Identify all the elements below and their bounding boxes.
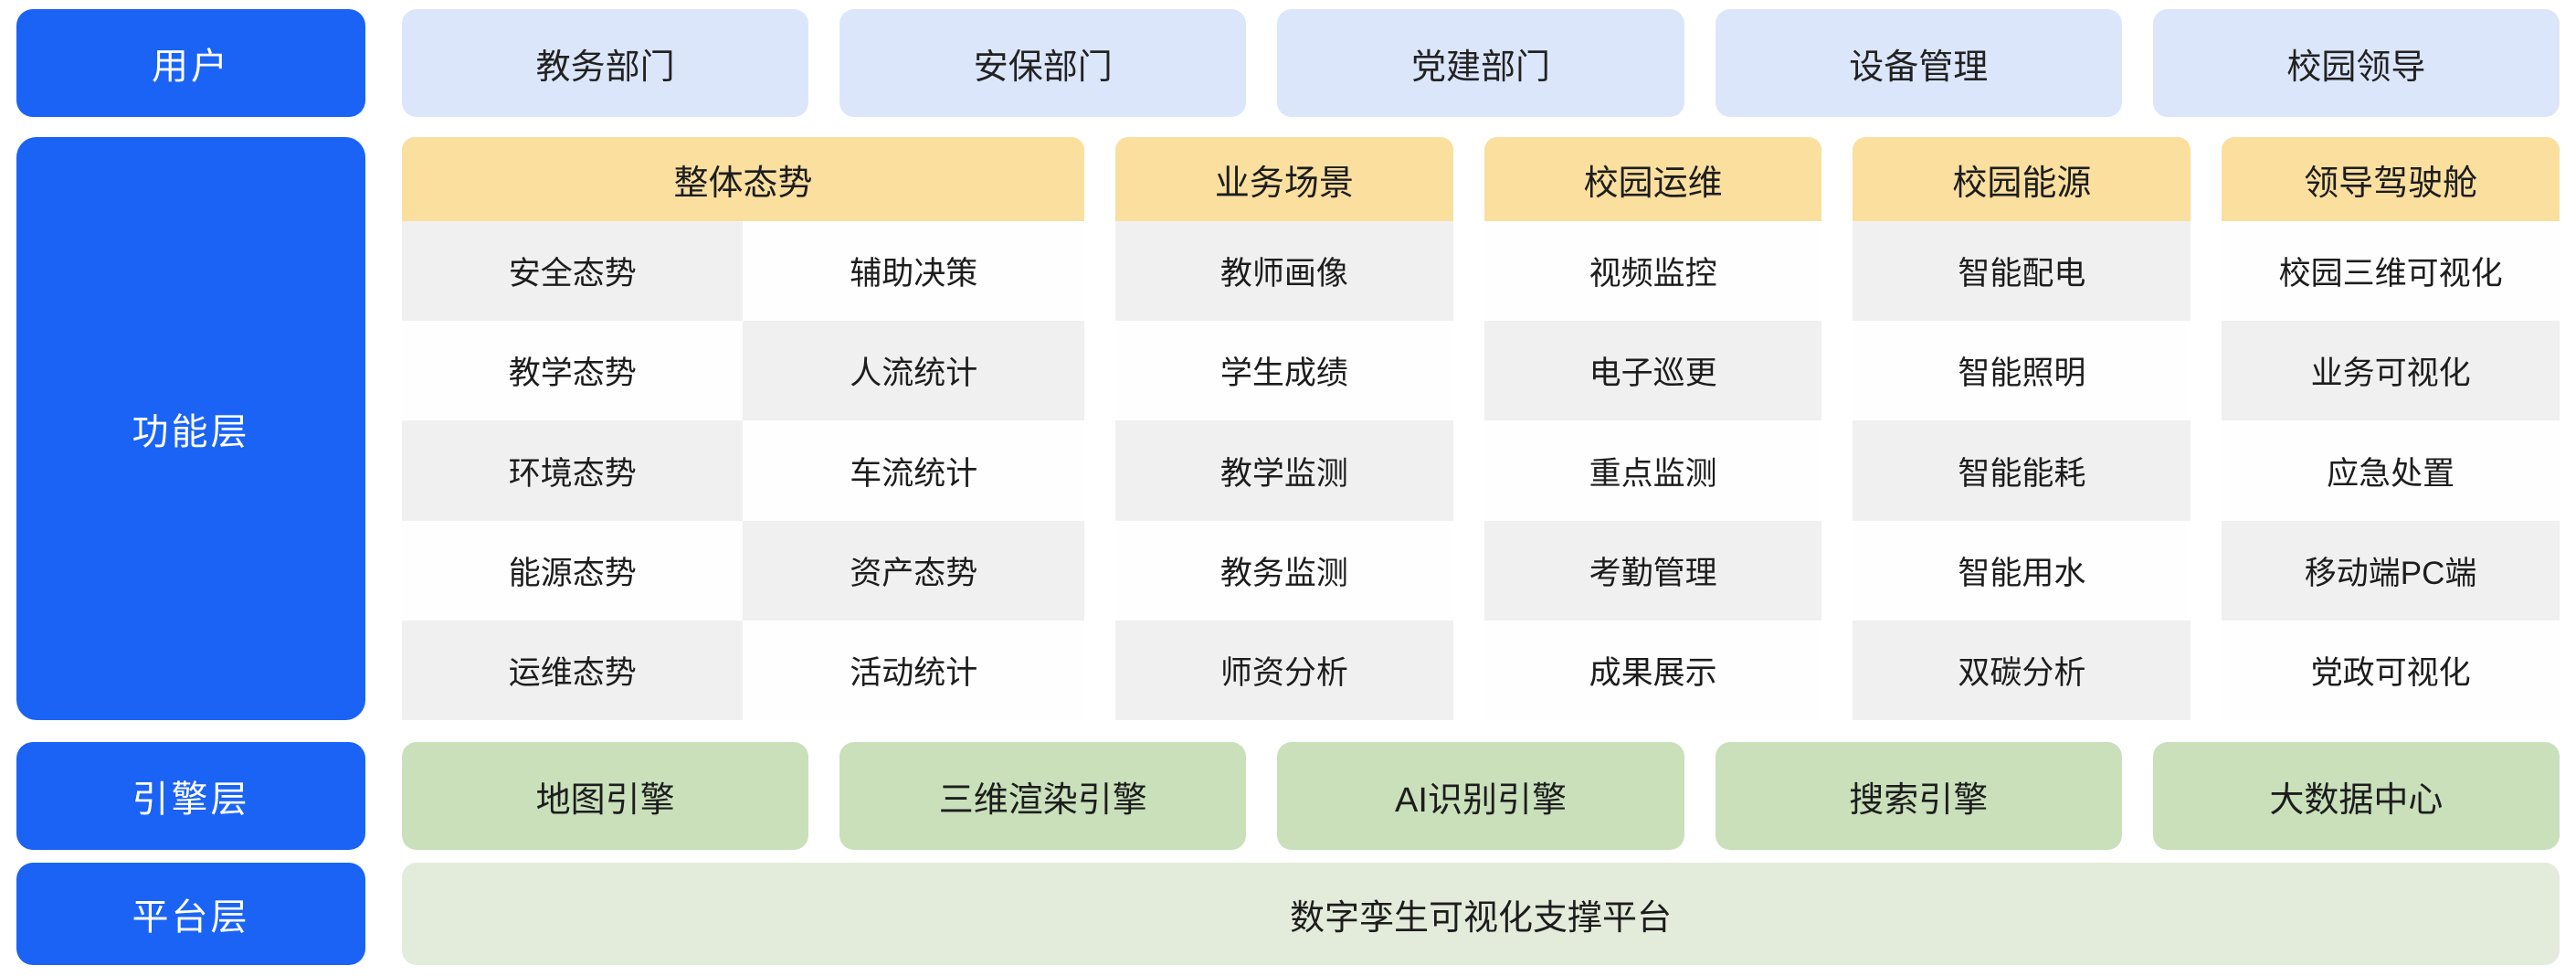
function-subcolumn: 安全态势教学态势环境态势能源态势运维态势 (402, 221, 744, 721)
function-column: 领导驾驶舱校园三维可视化业务可视化应急处置移动端PC端党政可视化 (2222, 137, 2560, 721)
layer-label-platform: 平台层 (16, 863, 365, 965)
function-cell[interactable]: 移动端PC端 (2222, 520, 2560, 621)
function-column: 整体态势安全态势教学态势环境态势能源态势运维态势辅助决策人流统计车流统计资产态势… (402, 137, 1084, 721)
function-column: 校园运维视频监控电子巡更重点监测考勤管理成果展示 (1483, 137, 1822, 721)
function-cell[interactable]: 党政可视化 (2222, 620, 2560, 721)
user-card[interactable]: 设备管理 (1715, 9, 2122, 117)
function-cell[interactable]: 活动统计 (743, 620, 1084, 721)
function-cell[interactable]: 智能配电 (1853, 221, 2191, 322)
function-column: 业务场景教师画像学生成绩教学监测教务监测师资分析 (1114, 137, 1453, 721)
function-cell[interactable]: 辅助决策 (743, 221, 1084, 322)
function-column-body: 教师画像学生成绩教学监测教务监测师资分析 (1114, 221, 1453, 721)
function-cell[interactable]: 双碳分析 (1853, 620, 2191, 721)
function-subcolumn: 智能配电智能照明智能能耗智能用水双碳分析 (1853, 221, 2191, 721)
function-cell[interactable]: 教师画像 (1114, 221, 1453, 322)
function-column-body: 安全态势教学态势环境态势能源态势运维态势辅助决策人流统计车流统计资产态势活动统计 (402, 221, 1084, 721)
function-cell[interactable]: 智能能耗 (1853, 420, 2191, 521)
function-cell[interactable]: 考勤管理 (1483, 520, 1822, 621)
function-cell[interactable]: 智能照明 (1853, 321, 2191, 421)
user-card[interactable]: 校园领导 (2152, 9, 2560, 117)
user-card[interactable]: 教务部门 (402, 9, 809, 117)
user-card[interactable]: 党建部门 (1277, 9, 1684, 117)
function-column: 校园能源智能配电智能照明智能能耗智能用水双碳分析 (1853, 137, 2191, 721)
function-column-header[interactable]: 整体态势 (402, 137, 1084, 221)
function-cell[interactable]: 资产态势 (743, 520, 1084, 621)
function-cell[interactable]: 视频监控 (1483, 221, 1822, 322)
function-cell[interactable]: 能源态势 (402, 520, 744, 621)
function-cell[interactable]: 车流统计 (743, 420, 1084, 521)
function-cell[interactable]: 人流统计 (743, 321, 1084, 421)
engine-layer-row: 引擎层 地图引擎三维渲染引擎 AI识别引擎搜索引擎大数据中心 (16, 742, 2560, 850)
engine-card[interactable]: 大数据中心 (2152, 742, 2560, 850)
function-cell[interactable]: 电子巡更 (1483, 321, 1822, 421)
engine-card[interactable]: 三维渲染引擎 (839, 742, 1247, 850)
function-cell[interactable]: 师资分析 (1114, 620, 1453, 721)
platform-layer-row: 平台层 数字孪生可视化支撑平台 (16, 863, 2560, 965)
function-cell[interactable]: 重点监测 (1483, 420, 1822, 521)
function-column-body: 视频监控电子巡更重点监测考勤管理成果展示 (1483, 221, 1822, 721)
engine-card[interactable]: AI识别引擎 (1277, 742, 1684, 850)
function-column-body: 校园三维可视化业务可视化应急处置移动端PC端党政可视化 (2222, 221, 2560, 721)
function-cell[interactable]: 成果展示 (1483, 620, 1822, 721)
user-card-list: 教务部门安保部门党建部门设备管理校园领导 (402, 9, 2560, 117)
function-column-header[interactable]: 校园能源 (1853, 137, 2191, 221)
function-cell[interactable]: 安全态势 (402, 221, 744, 322)
function-cell[interactable]: 应急处置 (2222, 420, 2560, 521)
engine-card[interactable]: 搜索引擎 (1715, 742, 2122, 850)
function-cell[interactable]: 教务监测 (1114, 520, 1453, 621)
function-column-header[interactable]: 业务场景 (1114, 137, 1453, 221)
layer-label-function: 功能层 (16, 137, 365, 720)
layer-label-user: 用户 (16, 9, 365, 117)
function-subcolumn: 视频监控电子巡更重点监测考勤管理成果展示 (1483, 221, 1822, 721)
user-layer-row: 用户 教务部门安保部门党建部门设备管理校园领导 (16, 9, 2560, 117)
user-card[interactable]: 安保部门 (839, 9, 1247, 117)
function-layer-row: 功能层 整体态势安全态势教学态势环境态势能源态势运维态势辅助决策人流统计车流统计… (16, 137, 2560, 721)
function-column-header[interactable]: 校园运维 (1483, 137, 1822, 221)
function-subcolumn: 教师画像学生成绩教学监测教务监测师资分析 (1114, 221, 1453, 721)
layer-label-engine: 引擎层 (16, 742, 365, 850)
function-subcolumn: 辅助决策人流统计车流统计资产态势活动统计 (743, 221, 1084, 721)
function-column-body: 智能配电智能照明智能能耗智能用水双碳分析 (1853, 221, 2191, 721)
function-cell[interactable]: 学生成绩 (1114, 321, 1453, 421)
function-cell[interactable]: 智能用水 (1853, 520, 2191, 621)
function-column-list: 整体态势安全态势教学态势环境态势能源态势运维态势辅助决策人流统计车流统计资产态势… (402, 137, 2560, 721)
function-cell[interactable]: 教学态势 (402, 321, 744, 421)
engine-card[interactable]: 地图引擎 (402, 742, 809, 850)
function-cell[interactable]: 运维态势 (402, 620, 744, 721)
function-cell[interactable]: 业务可视化 (2222, 321, 2560, 421)
function-cell[interactable]: 教学监测 (1114, 420, 1453, 521)
function-cell[interactable]: 环境态势 (402, 420, 744, 521)
platform-card[interactable]: 数字孪生可视化支撑平台 (402, 863, 2560, 965)
engine-card-list: 地图引擎三维渲染引擎 AI识别引擎搜索引擎大数据中心 (402, 742, 2560, 850)
function-subcolumn: 校园三维可视化业务可视化应急处置移动端PC端党政可视化 (2222, 221, 2560, 721)
function-cell[interactable]: 校园三维可视化 (2222, 221, 2560, 322)
function-column-header[interactable]: 领导驾驶舱 (2222, 137, 2560, 221)
